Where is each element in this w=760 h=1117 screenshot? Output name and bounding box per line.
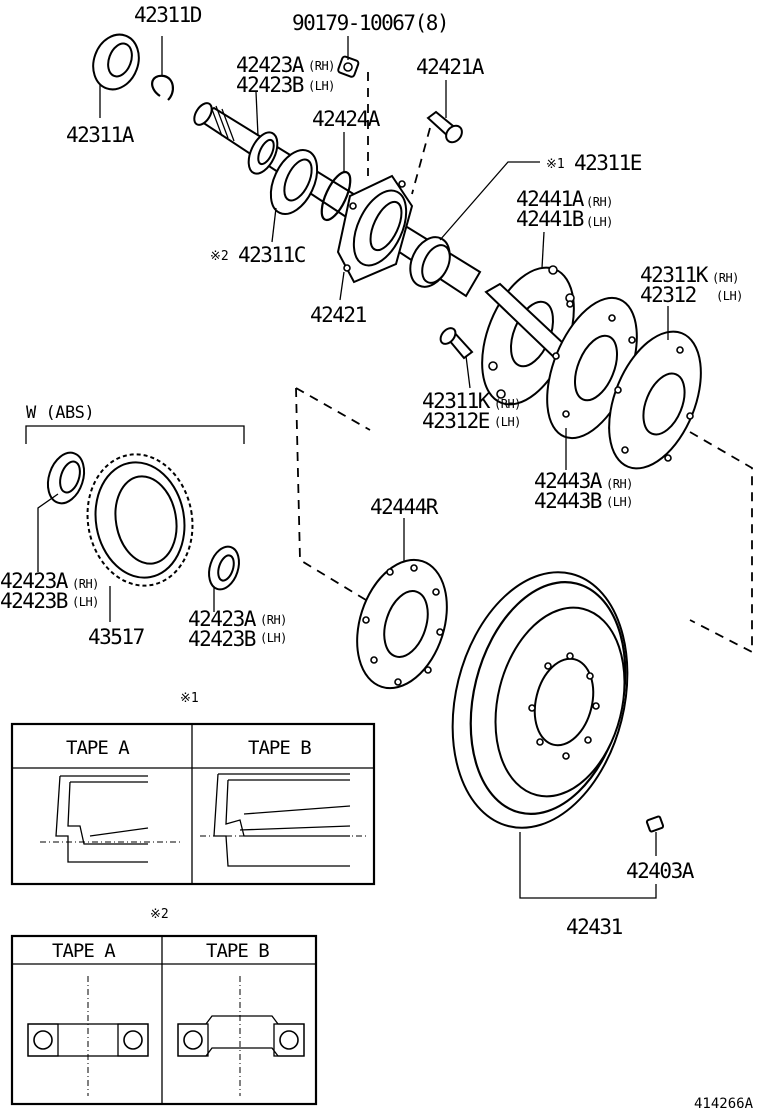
suffix-rh-42441: (RH) — [586, 195, 613, 209]
diagram-code: 414266A — [694, 1096, 754, 1112]
leader-lines — [37, 36, 669, 899]
suffix-lh-42312: (LH) — [716, 289, 743, 303]
plate-42311k-42312 — [608, 330, 702, 470]
suffix-lh-42443: (LH) — [606, 495, 633, 509]
label-42443b: 42443B — [534, 489, 602, 513]
label-42423a-top: 42423A — [236, 53, 305, 77]
suffix-lh-42441: (LH) — [586, 215, 613, 229]
table2-col-b: TAPE B — [206, 940, 269, 962]
nut-90179 — [337, 55, 360, 78]
label-42421a: 42421A — [416, 55, 485, 79]
tape-table-2: ※2 TAPE A TAPE B — [10, 907, 318, 1106]
bearing-42423-left — [46, 451, 86, 505]
suffix-rh-top: (RH) — [308, 59, 335, 73]
gasket-42444r — [356, 558, 448, 690]
mark-1-e: ※1 — [546, 157, 565, 172]
label-42311e: 42311E — [574, 151, 642, 175]
label-42441a: 42441A — [516, 187, 585, 211]
snap-ring-42311d — [151, 74, 174, 101]
label-90179: 90179-10067(8) — [292, 11, 448, 35]
suffix-rh-42443: (RH) — [606, 477, 633, 491]
table2-mark: ※2 — [150, 907, 169, 922]
retainer-42421 — [336, 174, 414, 284]
label-42424a: 42424A — [312, 107, 381, 131]
label-42423b-right: 42423B — [188, 627, 256, 651]
label-42423b-left: 42423B — [0, 589, 68, 613]
suffix-lh-top: (LH) — [308, 79, 335, 93]
table2-col-a: TAPE A — [52, 940, 116, 962]
label-42431: 42431 — [566, 915, 623, 939]
table1-col-a: TAPE A — [66, 737, 130, 759]
label-42441b: 42441B — [516, 207, 584, 231]
bearing-42423-right — [208, 545, 240, 591]
suffix-lh-right: (LH) — [260, 631, 287, 645]
part-labels: 42311D 90179-10067(8) 42311A 42423A (RH)… — [0, 3, 743, 939]
suffix-rh-right: (RH) — [260, 613, 287, 627]
bearing-42423-top — [247, 131, 279, 175]
suffix-lh-left: (LH) — [72, 595, 99, 609]
abs-rotor-43517 — [86, 453, 194, 587]
abs-bracket — [25, 425, 245, 444]
label-42311k: 42311K — [640, 263, 709, 287]
bearing-42311c — [269, 149, 319, 215]
table1-mark: ※1 — [180, 691, 199, 706]
label-42443a: 42443A — [534, 469, 603, 493]
suffix-lh-bolt: (LH) — [494, 415, 521, 429]
label-42423a-left: 42423A — [0, 569, 69, 593]
label-42311k-bolt: 42311K — [422, 389, 491, 413]
label-43517: 43517 — [88, 625, 145, 649]
bolt-42421a — [426, 110, 463, 144]
label-42403a: 42403A — [626, 859, 695, 883]
label-42421: 42421 — [310, 303, 367, 327]
oil-seal-42311a — [92, 33, 140, 91]
label-42311a: 42311A — [66, 123, 135, 147]
o-ring-42424a — [320, 170, 352, 222]
label-42311d: 42311D — [134, 3, 202, 27]
suffix-rh-42311k: (RH) — [712, 271, 739, 285]
assembly-outline — [295, 387, 367, 601]
label-42423b-top: 42423B — [236, 73, 304, 97]
brake-drum-42431 — [451, 571, 629, 829]
table1-col-b: TAPE B — [248, 737, 311, 759]
hole-plug-42403a — [645, 815, 665, 833]
spacer-42311e — [409, 236, 451, 288]
label-42311c: 42311C — [238, 243, 305, 267]
bolt-42311k — [439, 327, 474, 360]
mark-2-c: ※2 — [210, 249, 229, 264]
tape-table-1: ※1 TAPE A TAPE B — [10, 691, 376, 886]
suffix-rh-bolt: (RH) — [494, 397, 521, 411]
label-42423a-right: 42423A — [188, 607, 257, 631]
label-42312e: 42312E — [422, 409, 490, 433]
label-42444r: 42444R — [370, 495, 439, 519]
abs-section-label: W (ABS) — [26, 403, 94, 423]
label-42312: 42312 — [640, 283, 696, 307]
suffix-rh-left: (RH) — [72, 577, 99, 591]
